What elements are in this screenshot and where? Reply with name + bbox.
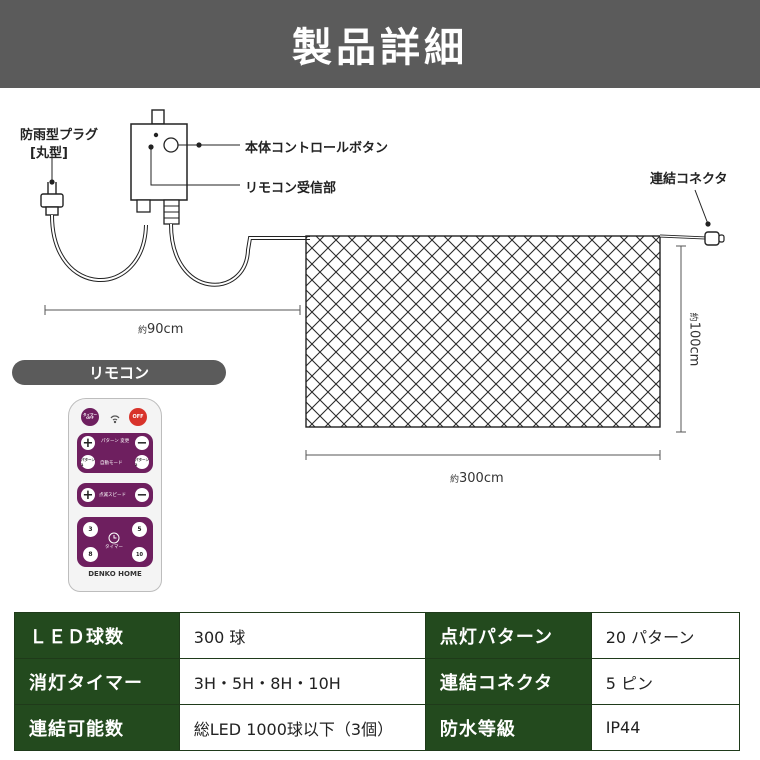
spec-value: 3H・5H・8H・10H [178, 658, 426, 705]
table-row: 消灯タイマー 3H・5H・8H・10H 連結コネクタ 5 ピン [14, 658, 741, 705]
speed-panel: + 点滅スピード − [77, 483, 153, 507]
timer-3-button: 3 [83, 522, 98, 537]
net-width: 約300cm [450, 471, 504, 486]
controller-box [130, 109, 188, 225]
table-row: 連結可能数 総LED 1000球以下（3個） 防水等級 IP44 [14, 704, 741, 751]
plug-label: 防雨型プラグ [20, 128, 99, 143]
speed-minus-button: − [135, 487, 149, 503]
timer-off-button: タイマー OFF [81, 408, 99, 426]
net-light [305, 235, 661, 428]
cable-length: 約90cm [138, 322, 184, 337]
product-diagram [40, 109, 725, 460]
spec-label: 連結コネクタ [424, 658, 592, 705]
net-height: 約100cm [686, 312, 702, 367]
pattern2-button: パターン 2 [135, 455, 149, 469]
connector-label: 連結コネクタ [650, 172, 728, 187]
timer-label: タイマー [105, 545, 123, 550]
table-row: ＬＥＤ球数 300 球 点灯パターン 20 パターン [14, 612, 741, 659]
auto-mode-label: 自動モード [100, 461, 123, 466]
spec-value: 300 球 [178, 612, 426, 659]
clock-icon [108, 529, 120, 544]
timer-5-button: 5 [132, 522, 147, 537]
spec-value: 5 ピン [590, 658, 741, 705]
spec-label: ＬＥＤ球数 [14, 612, 180, 659]
spec-value: IP44 [590, 704, 741, 751]
control-button-label: 本体コントロールボタン [245, 141, 389, 156]
spec-value: 総LED 1000球以下（3個） [178, 704, 426, 751]
dimension-width [305, 450, 661, 460]
pattern-switch-label: パターン 変更 [101, 439, 130, 444]
remote-section-title: リモコン [12, 360, 226, 385]
spec-label: 防水等級 [424, 704, 592, 751]
spec-label: 連結可能数 [14, 704, 180, 751]
plug-type-label: [丸型] [30, 146, 68, 161]
flash-speed-label: 点滅スピード [99, 493, 126, 498]
page-title: 製品詳細 [292, 25, 468, 71]
connector-icon [694, 189, 725, 246]
pattern-panel: + パターン 変更 − パターン 1 自動モード パターン 2 [77, 433, 153, 473]
brand-logo: DENKO HOME [88, 570, 142, 578]
pattern1-button: パターン 1 [81, 455, 95, 469]
off-button: OFF [129, 408, 147, 426]
spec-table: ＬＥＤ球数 300 球 点灯パターン 20 パターン 消灯タイマー 3H・5H・… [14, 612, 741, 751]
remote-receiver-label: リモコン受信部 [245, 181, 337, 196]
signal-icon [109, 409, 121, 424]
dimension-height [676, 245, 686, 433]
timer-10-button: 10 [132, 547, 147, 562]
speed-plus-button: + [81, 487, 95, 503]
timer-8-button: 8 [83, 547, 98, 562]
spec-label: 点灯パターン [424, 612, 592, 659]
spec-value: 20 パターン [590, 612, 741, 659]
pattern-minus-button: − [135, 435, 149, 451]
timer-panel: 3 5 タイマー 8 10 [77, 517, 153, 567]
spec-label: 消灯タイマー [14, 658, 180, 705]
dimension-cable [44, 305, 301, 315]
remote-control: タイマー OFF OFF + パターン 変更 − パターン 1 自動モード パタ… [68, 398, 162, 592]
page-header: 製品詳細 [0, 0, 760, 88]
pattern-plus-button: + [81, 435, 95, 451]
power-cable [50, 214, 148, 282]
